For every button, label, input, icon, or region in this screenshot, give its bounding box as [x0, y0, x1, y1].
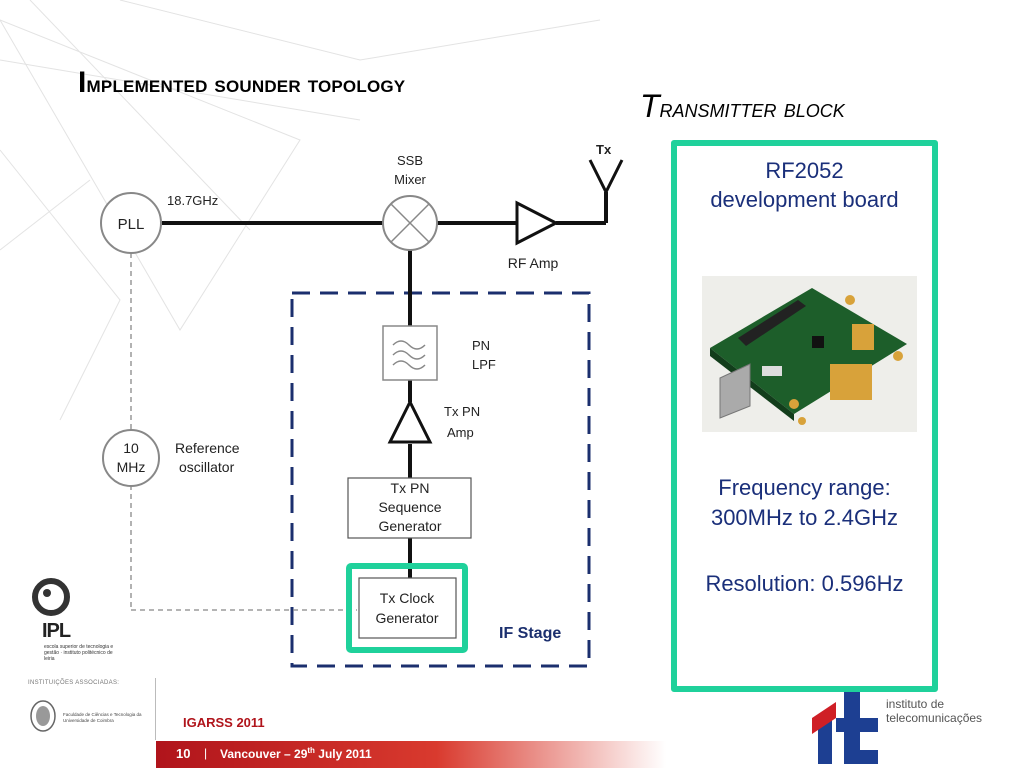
pll-frequency: 18.7GHz — [167, 193, 218, 208]
oscillator-label-1: 10 — [123, 440, 139, 456]
tx-pn-amp-triangle — [387, 398, 433, 444]
sequence-label-2: Sequence — [378, 499, 441, 515]
tx-label: Tx — [596, 142, 612, 157]
transmitter-panel: RF2052 development board Frequency range… — [671, 140, 938, 692]
rf-amp-triangle — [515, 200, 560, 246]
pll-label: PLL — [118, 216, 145, 233]
reference-label-2: oscillator — [179, 459, 235, 475]
ipl-logo: IPL escola superior de tecnologia e gest… — [28, 578, 113, 668]
university-name: Faculdade de Ciências e Tecnologia da Un… — [63, 712, 142, 723]
rf-amp-label: RF Amp — [508, 255, 559, 271]
board-photo — [702, 276, 917, 432]
if-stage-box — [290, 291, 591, 668]
pll-circle — [100, 192, 162, 254]
board-description: development board — [710, 187, 899, 212]
oscillator-circle — [102, 429, 160, 487]
clock-highlight — [346, 563, 468, 653]
associated-institutions-label: INSTITUIÇÕES ASSOCIADAS: — [28, 680, 120, 686]
clock-generator-box — [358, 577, 457, 639]
conference-name: IGARSS 2011 — [183, 715, 265, 730]
frequency-range-value: 300MHz to 2.4GHz — [710, 505, 899, 530]
tx-pn-amp-label-2: Amp — [447, 425, 474, 440]
conference-location-date: Vancouver – 29th July 2011 — [220, 746, 372, 761]
board-name: RF2052 — [765, 158, 844, 183]
if-stage-label: IF Stage — [499, 625, 561, 642]
mixer-label-1: SSB — [397, 153, 423, 168]
tx-pn-amp-label-1: Tx PN — [444, 404, 480, 419]
frequency-range-label: Frequency range: — [718, 475, 891, 500]
sequence-label-1: Tx PN — [391, 480, 430, 496]
sequence-generator-box — [347, 477, 472, 539]
antenna-symbol — [588, 159, 624, 196]
resolution-text: Resolution: 0.596Hz — [705, 571, 904, 596]
clock-label-1: Tx Clock — [380, 590, 435, 606]
it-logo-icon — [812, 692, 878, 764]
reference-dashed-lines — [130, 244, 357, 611]
footer-bar — [156, 741, 666, 768]
oscillator-label-2: MHz — [117, 459, 146, 475]
footer-separator: | — [204, 746, 208, 760]
page-number: 10 — [176, 746, 191, 761]
university-seal-icon — [30, 700, 56, 732]
clock-label-2: Generator — [375, 610, 438, 626]
pn-lpf-label-2: LPF — [472, 357, 496, 372]
sequence-label-3: Generator — [378, 518, 441, 534]
slide-title: Implemented sounder topology — [78, 66, 406, 99]
footer-divider — [155, 678, 156, 740]
pn-lpf-box — [382, 325, 438, 381]
mixer-label-2: Mixer — [394, 172, 426, 187]
reference-label-1: Reference — [175, 440, 240, 456]
pn-lpf-label-1: PN — [472, 338, 490, 353]
section-subtitle: Transmitter block — [640, 88, 845, 124]
